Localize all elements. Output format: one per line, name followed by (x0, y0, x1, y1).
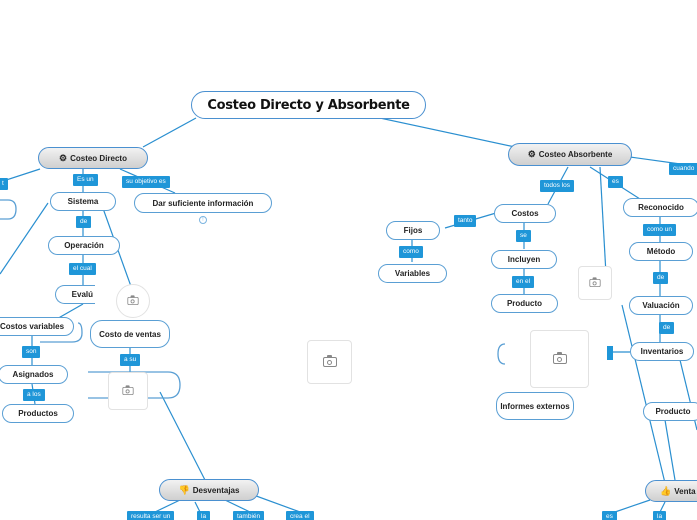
label-todos-los: todos los (540, 180, 575, 192)
costos-text: Costos (511, 209, 539, 218)
costos-variables-text: Costos variables (0, 322, 65, 331)
sistema-text: Sistema (67, 197, 99, 206)
objetivo-text: Dar suficiente información (152, 198, 254, 208)
label-son: son (22, 346, 41, 358)
blue-marker (607, 346, 613, 360)
producto-right-node[interactable]: Producto (643, 402, 697, 421)
thumbs-up-icon: 👍 (660, 485, 672, 496)
desventajas-label-4: crea el (286, 511, 314, 520)
productos-text: Productos (18, 409, 58, 418)
producto-node[interactable]: Producto (491, 294, 558, 313)
desventajas-node[interactable]: 👎 Desventajas (159, 479, 259, 501)
camera-icon (552, 351, 567, 364)
asignados-text: Asignados (12, 370, 54, 379)
label-el-cual: el cual (69, 263, 96, 275)
label-en-el: en el (512, 276, 535, 288)
label-es: es (608, 176, 623, 188)
label-cuando: cuando (669, 163, 697, 175)
inventarios-text: Inventarios (640, 347, 684, 356)
gear-icon: ⚙ (59, 152, 68, 163)
costeo-absorbente-node[interactable]: ⚙ Costeo Absorbente (508, 143, 632, 166)
costeo-directo-title: Costeo Directo (70, 153, 127, 163)
label-de-1: de (653, 272, 669, 284)
label-se: se (516, 230, 531, 242)
costeo-absorbente-title: Costeo Absorbente (538, 150, 613, 159)
image-placeholder-circle[interactable] (116, 284, 150, 318)
costeo-directo-node[interactable]: ⚙ Costeo Directo (38, 147, 148, 169)
sistema-node[interactable]: Sistema (50, 192, 116, 211)
label-de-2: de (659, 322, 675, 334)
desventajas-label-3: también (233, 511, 265, 520)
ventajas-label-2: la (653, 511, 667, 520)
desventajas-label-1: resulta ser un (127, 511, 175, 520)
costos-node[interactable]: Costos (494, 204, 556, 223)
incluyen-node[interactable]: Incluyen (491, 250, 557, 269)
variables-text: Variables (394, 269, 431, 278)
objetivo-node[interactable]: Dar suficiente información (134, 193, 272, 213)
asignados-node[interactable]: Asignados (0, 365, 68, 384)
image-placeholder-directo[interactable] (108, 372, 148, 410)
metodo-text: Método (646, 247, 676, 256)
costo-ventas-node[interactable]: Costo de ventas (90, 320, 170, 348)
label-left-edge: t (0, 178, 8, 190)
camera-icon (127, 295, 139, 305)
image-placeholder-absorbente-small[interactable] (578, 266, 612, 300)
informes-node[interactable]: Informes externos (496, 392, 574, 420)
label-es-un: Es un (73, 174, 98, 186)
root-node[interactable]: Costeo Directo y Absorbente (191, 91, 426, 119)
label-tanto: tanto (454, 215, 477, 227)
ventajas-label-1: es (602, 511, 617, 520)
label-de: de (76, 216, 92, 228)
label-a-su: a su (120, 354, 141, 366)
operacion-text: Operación (64, 241, 104, 250)
ventajas-title: Venta (674, 486, 696, 496)
label-a-los: a los (23, 389, 45, 401)
camera-icon (122, 385, 134, 395)
fijos-text: Fijos (403, 226, 423, 235)
producto-right-text: Producto (655, 407, 691, 416)
evalua-node[interactable]: Evalú (55, 285, 95, 304)
reconocido-text: Reconocido (638, 203, 684, 212)
inventarios-node[interactable]: Inventarios (630, 342, 694, 361)
gear-icon: ⚙ (527, 149, 536, 159)
evalua-text: Evalú (71, 290, 93, 299)
root-title: Costeo Directo y Absorbente (207, 97, 410, 113)
image-placeholder-center[interactable] (307, 340, 352, 384)
camera-icon (589, 277, 601, 287)
costos-variables-node[interactable]: Costos variables (0, 317, 74, 336)
label-como: como (399, 246, 423, 258)
metodo-node[interactable]: Método (629, 242, 693, 261)
productos-node[interactable]: Productos (2, 404, 74, 423)
incluyen-text: Incluyen (507, 255, 541, 264)
producto-text: Producto (506, 299, 543, 308)
variables-node[interactable]: Variables (378, 264, 447, 283)
ventajas-node[interactable]: 👍 Venta (645, 480, 697, 502)
desventajas-label-2: la (197, 511, 211, 520)
camera-icon (322, 354, 337, 367)
reconocido-node[interactable]: Reconocido (623, 198, 697, 217)
valuacion-text: Valuación (642, 301, 680, 310)
informes-text: Informes externos (500, 401, 570, 411)
label-como-un: como un (643, 224, 676, 236)
note-icon[interactable]: ! (199, 216, 207, 224)
operacion-node[interactable]: Operación (48, 236, 120, 255)
image-placeholder-absorbente-large[interactable] (530, 330, 589, 388)
label-objetivo: su objetivo es (122, 176, 170, 188)
thumbs-down-icon: 👎 (178, 484, 190, 495)
desventajas-title: Desventajas (192, 485, 240, 495)
fijos-node[interactable]: Fijos (386, 221, 440, 240)
valuacion-node[interactable]: Valuación (629, 296, 693, 315)
costo-ventas-text: Costo de ventas (99, 329, 161, 339)
